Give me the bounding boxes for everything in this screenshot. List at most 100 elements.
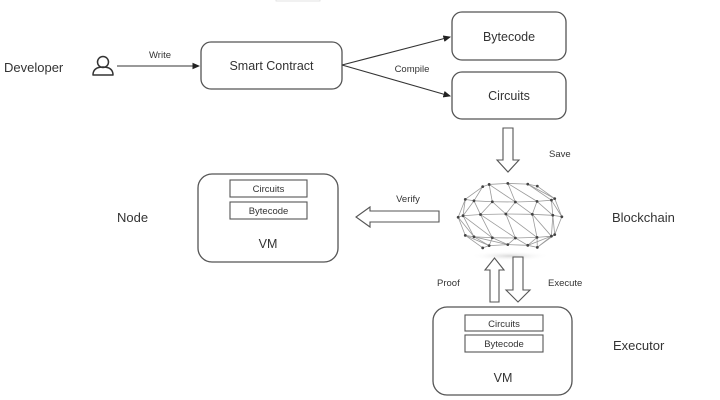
node-vm-title: VM — [259, 237, 278, 251]
proof-arrow — [483, 257, 506, 303]
globe-edge — [489, 183, 508, 185]
globe-edge — [527, 237, 538, 246]
node-vm-bytecode-label: Bytecode — [249, 206, 289, 217]
node-vm-circuits — [229, 179, 308, 198]
globe-edge — [480, 214, 516, 239]
globe-edge — [515, 237, 528, 246]
executor-label: Executor — [613, 338, 665, 353]
globe-edge — [527, 183, 538, 187]
executor-vm-bytecode-label: Bytecode — [484, 339, 524, 350]
circuits-label: Circuits — [488, 89, 530, 103]
circuits-box[interactable]: Circuits — [451, 71, 567, 120]
smart-contract-box[interactable]: Smart Contract — [200, 41, 343, 90]
executor-vm-title: VM — [494, 371, 513, 385]
compile-arrow-circuits — [341, 64, 452, 98]
globe-edge — [536, 199, 552, 202]
globe-edge — [489, 244, 508, 247]
globe-edge — [473, 200, 493, 203]
globe-edge — [457, 217, 466, 236]
globe-node — [560, 215, 564, 219]
node-vm-bytecode — [229, 201, 308, 220]
globe-edge — [554, 216, 563, 235]
globe-node — [526, 182, 530, 186]
globe-node — [535, 235, 539, 239]
globe-edge — [465, 198, 475, 202]
globe-edge — [480, 201, 493, 215]
compile-label: Compile — [395, 64, 430, 75]
globe-edge — [465, 235, 483, 249]
globe-edge — [462, 200, 475, 216]
executor-vm-bytecode — [464, 334, 544, 353]
executor-vm-box[interactable]: Circuits Bytecode VM — [432, 306, 573, 396]
globe-node — [550, 234, 553, 238]
globe-node — [553, 197, 557, 201]
globe-edge — [552, 214, 562, 218]
globe-node — [490, 236, 494, 240]
developer-label: Developer — [4, 60, 64, 75]
executor-vm-circuits — [464, 314, 544, 332]
save-arrow — [495, 127, 521, 173]
globe-edge — [515, 201, 533, 215]
globe-node — [463, 197, 467, 201]
globe-node — [506, 182, 510, 185]
globe-node — [513, 200, 517, 204]
globe-edge — [507, 244, 528, 246]
globe-node — [530, 212, 534, 216]
globe-edge — [473, 236, 493, 239]
globe-edge — [465, 234, 490, 247]
globe-node — [506, 243, 510, 247]
verify-label: Verify — [396, 194, 420, 205]
globe-edge — [492, 237, 508, 245]
globe-edge — [457, 199, 466, 218]
globe-node — [487, 183, 491, 186]
globe-edge — [473, 200, 481, 215]
execute-label: Execute — [548, 278, 582, 289]
globe-edge — [531, 201, 538, 215]
globe-edge — [488, 237, 493, 246]
write-label: Write — [149, 50, 171, 61]
globe-edge — [507, 183, 516, 203]
globe-node — [487, 244, 491, 248]
globe-node — [490, 200, 494, 204]
node-vm-circuits-label: Circuits — [253, 184, 285, 195]
globe-edge — [488, 184, 516, 203]
globe-node — [535, 245, 539, 249]
proof-label: Proof — [437, 278, 460, 289]
globe-edge — [480, 213, 506, 215]
globe-node — [479, 213, 482, 216]
globe-network-icon — [456, 182, 564, 261]
globe-edge — [507, 237, 516, 245]
bytecode-box[interactable]: Bytecode — [451, 11, 567, 61]
globe-edge — [532, 213, 553, 216]
globe-edge — [505, 213, 516, 239]
globe-edge — [505, 201, 516, 215]
compile-arrow-bytecode — [341, 35, 452, 66]
globe-edge — [537, 185, 555, 199]
globe-edge — [527, 183, 552, 201]
globe-node — [456, 215, 460, 219]
node-vm-box[interactable]: Circuits Bytecode VM — [197, 173, 339, 263]
globe-edge — [507, 183, 528, 185]
user-icon — [92, 55, 114, 76]
globe-edge — [527, 183, 555, 199]
globe-node — [481, 246, 485, 250]
node-label: Node — [117, 210, 148, 225]
globe-node — [526, 243, 530, 247]
executor-vm-circuits-label: Circuits — [488, 319, 520, 330]
globe-node — [553, 233, 557, 237]
globe-edge — [492, 201, 507, 215]
globe-node — [463, 233, 467, 237]
bytecode-label: Bytecode — [483, 30, 535, 44]
globe-node — [472, 235, 476, 239]
top-artifact — [275, 0, 321, 2]
verify-arrow — [355, 205, 440, 229]
globe-edge — [473, 186, 484, 202]
globe-edge — [554, 198, 563, 217]
globe-edge — [462, 215, 493, 239]
globe-edge — [465, 186, 483, 200]
smart-contract-label: Smart Contract — [229, 59, 314, 73]
save-label: Save — [549, 149, 571, 160]
globe-node — [550, 198, 553, 202]
globe-edge — [473, 236, 490, 247]
globe-edge — [463, 214, 481, 217]
